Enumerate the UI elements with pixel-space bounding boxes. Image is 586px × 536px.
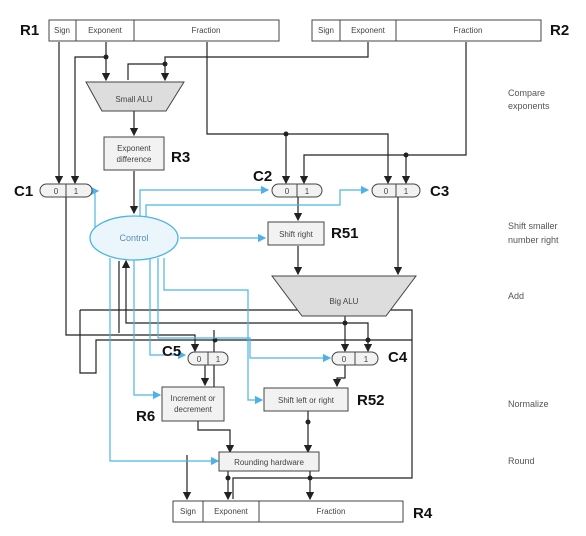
register-r1: Sign Exponent Fraction R1: [20, 19, 280, 42]
r52-name: R52: [357, 392, 385, 409]
svg-text:1: 1: [404, 187, 409, 196]
svg-text:Control: Control: [119, 233, 148, 243]
step-normalize: Normalize: [508, 399, 549, 409]
svg-text:1: 1: [216, 355, 221, 364]
svg-text:Exponent: Exponent: [117, 144, 152, 153]
svg-text:1: 1: [305, 187, 310, 196]
register-r4: Sign Exponent Fraction R4: [172, 500, 433, 523]
r6-name: R6: [136, 408, 155, 425]
svg-text:0: 0: [54, 187, 59, 196]
r51-name: R51: [331, 225, 359, 242]
r2-sign-label: Sign: [318, 26, 334, 35]
register-r2: Sign Exponent Fraction R2: [311, 19, 569, 42]
r4-exponent-label: Exponent: [214, 507, 249, 516]
step-labels: Compare exponents Shift smaller number r…: [508, 88, 559, 466]
svg-text:decrement: decrement: [174, 405, 213, 414]
svg-text:0: 0: [342, 355, 347, 364]
svg-text:Small ALU: Small ALU: [115, 95, 153, 104]
r4-name: R4: [413, 505, 433, 522]
r1-sign-label: Sign: [54, 26, 70, 35]
c4-name: C4: [388, 349, 408, 366]
mux-c5: 0 1 C5: [162, 343, 229, 366]
r1-exponent-label: Exponent: [88, 26, 123, 35]
control-lines: [90, 185, 370, 466]
rounding-hardware: Rounding hardware: [218, 451, 320, 472]
r1-fraction-label: Fraction: [192, 26, 221, 35]
svg-text:0: 0: [384, 187, 389, 196]
c5-name: C5: [162, 343, 181, 360]
svg-text:Shift right: Shift right: [279, 230, 314, 239]
mux-c4: 0 1 C4: [331, 349, 408, 366]
control-unit: Control: [89, 215, 179, 261]
datapath-wires: [54, 42, 467, 501]
svg-text:Shift left or right: Shift left or right: [278, 396, 335, 405]
svg-text:0: 0: [197, 355, 202, 364]
step-shift-line1: Shift smaller: [508, 221, 558, 231]
increment-decrement-unit: Increment or decrement R6: [136, 386, 225, 425]
svg-text:difference: difference: [117, 155, 153, 164]
mux-c3: 0 1 C3: [371, 183, 449, 200]
mux-c2: 0 1 C2: [253, 168, 323, 198]
shift-left-right-unit: Shift left or right R52: [263, 387, 385, 412]
r4-fraction-label: Fraction: [317, 507, 346, 516]
r2-fraction-label: Fraction: [454, 26, 483, 35]
svg-text:Increment or: Increment or: [171, 394, 216, 403]
r1-name: R1: [20, 22, 39, 39]
c1-name: C1: [14, 183, 33, 200]
wire-junctions: [103, 54, 409, 481]
mux-c1: 0 1 C1: [14, 183, 93, 200]
step-add: Add: [508, 291, 524, 301]
step-round: Round: [508, 456, 535, 466]
r3-name: R3: [171, 149, 190, 166]
svg-text:1: 1: [364, 355, 369, 364]
svg-text:1: 1: [74, 187, 79, 196]
small-alu: Small ALU: [85, 81, 185, 112]
r4-sign-label: Sign: [180, 507, 196, 516]
step-shift-line2: number right: [508, 235, 559, 245]
c3-name: C3: [430, 183, 449, 200]
c2-name: C2: [253, 168, 272, 185]
exponent-difference: Exponent difference R3: [103, 136, 190, 171]
step-compare-line1: Compare: [508, 88, 545, 98]
svg-text:Rounding hardware: Rounding hardware: [234, 458, 304, 467]
svg-text:Big ALU: Big ALU: [330, 297, 359, 306]
r2-exponent-label: Exponent: [351, 26, 386, 35]
big-alu: Big ALU: [271, 275, 417, 317]
r2-name: R2: [550, 22, 569, 39]
svg-text:0: 0: [285, 187, 290, 196]
step-compare-line2: exponents: [508, 101, 550, 111]
shift-right-unit: Shift right R51: [267, 221, 359, 246]
